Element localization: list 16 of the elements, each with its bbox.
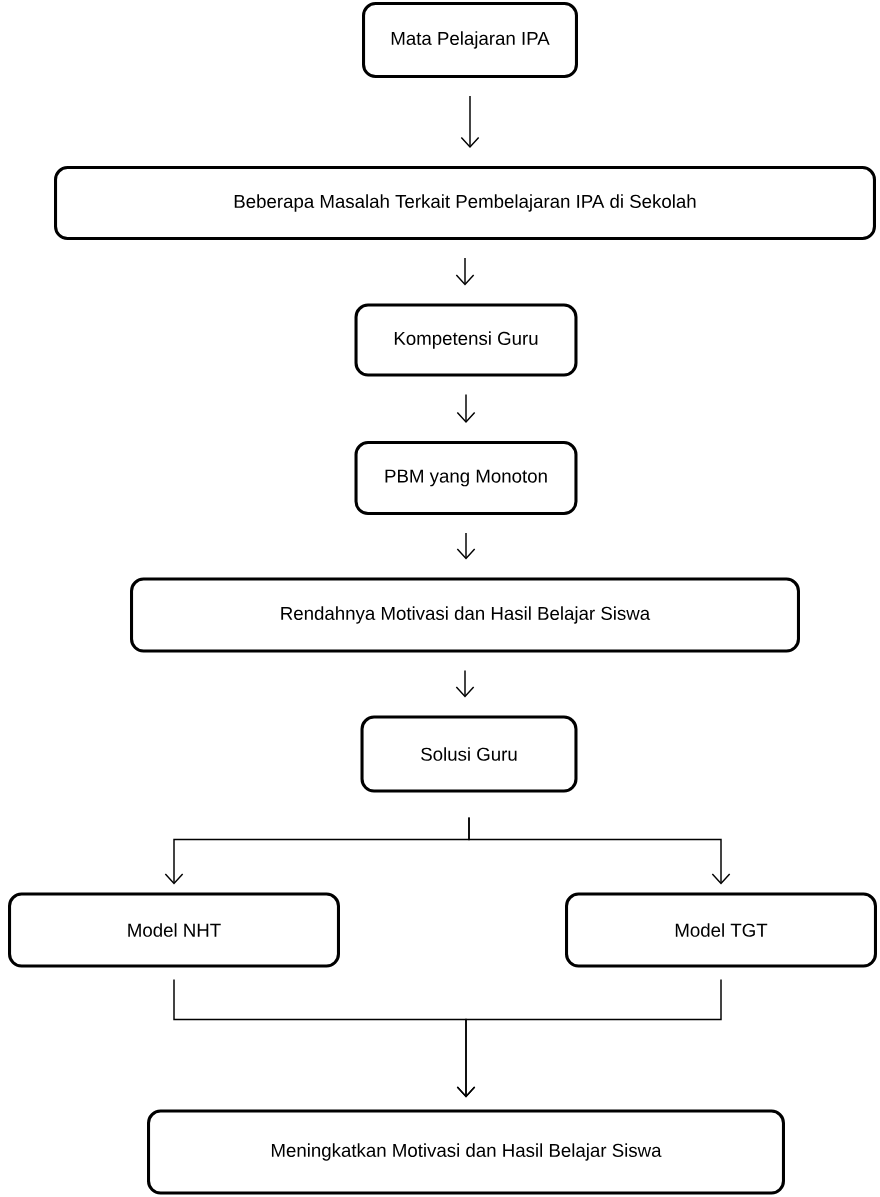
process-box: Solusi Guru xyxy=(360,715,578,793)
process-box: Beberapa Masalah Terkait Pembelajaran IPA di Sekolah xyxy=(54,166,876,240)
arrow xyxy=(468,816,731,885)
process-box: Model TGT xyxy=(565,892,877,968)
arrow xyxy=(456,978,722,1098)
process-box: Meningkatkan Motivasi dan Hasil Belajar Siswa xyxy=(147,1109,785,1195)
process-box: Rendahnya Motivasi dan Hasil Belajar Siswa xyxy=(130,577,800,653)
arrow xyxy=(455,669,475,698)
arrow xyxy=(456,393,476,424)
process-box: Kompetensi Guru xyxy=(354,303,578,377)
arrow xyxy=(456,532,476,560)
process-box: PBM yang Monoton xyxy=(354,441,578,515)
arrow xyxy=(460,95,480,148)
arrow xyxy=(455,257,475,286)
process-box: Model NHT xyxy=(8,892,340,968)
process-box: Mata Pelajaran IPA xyxy=(362,2,578,78)
